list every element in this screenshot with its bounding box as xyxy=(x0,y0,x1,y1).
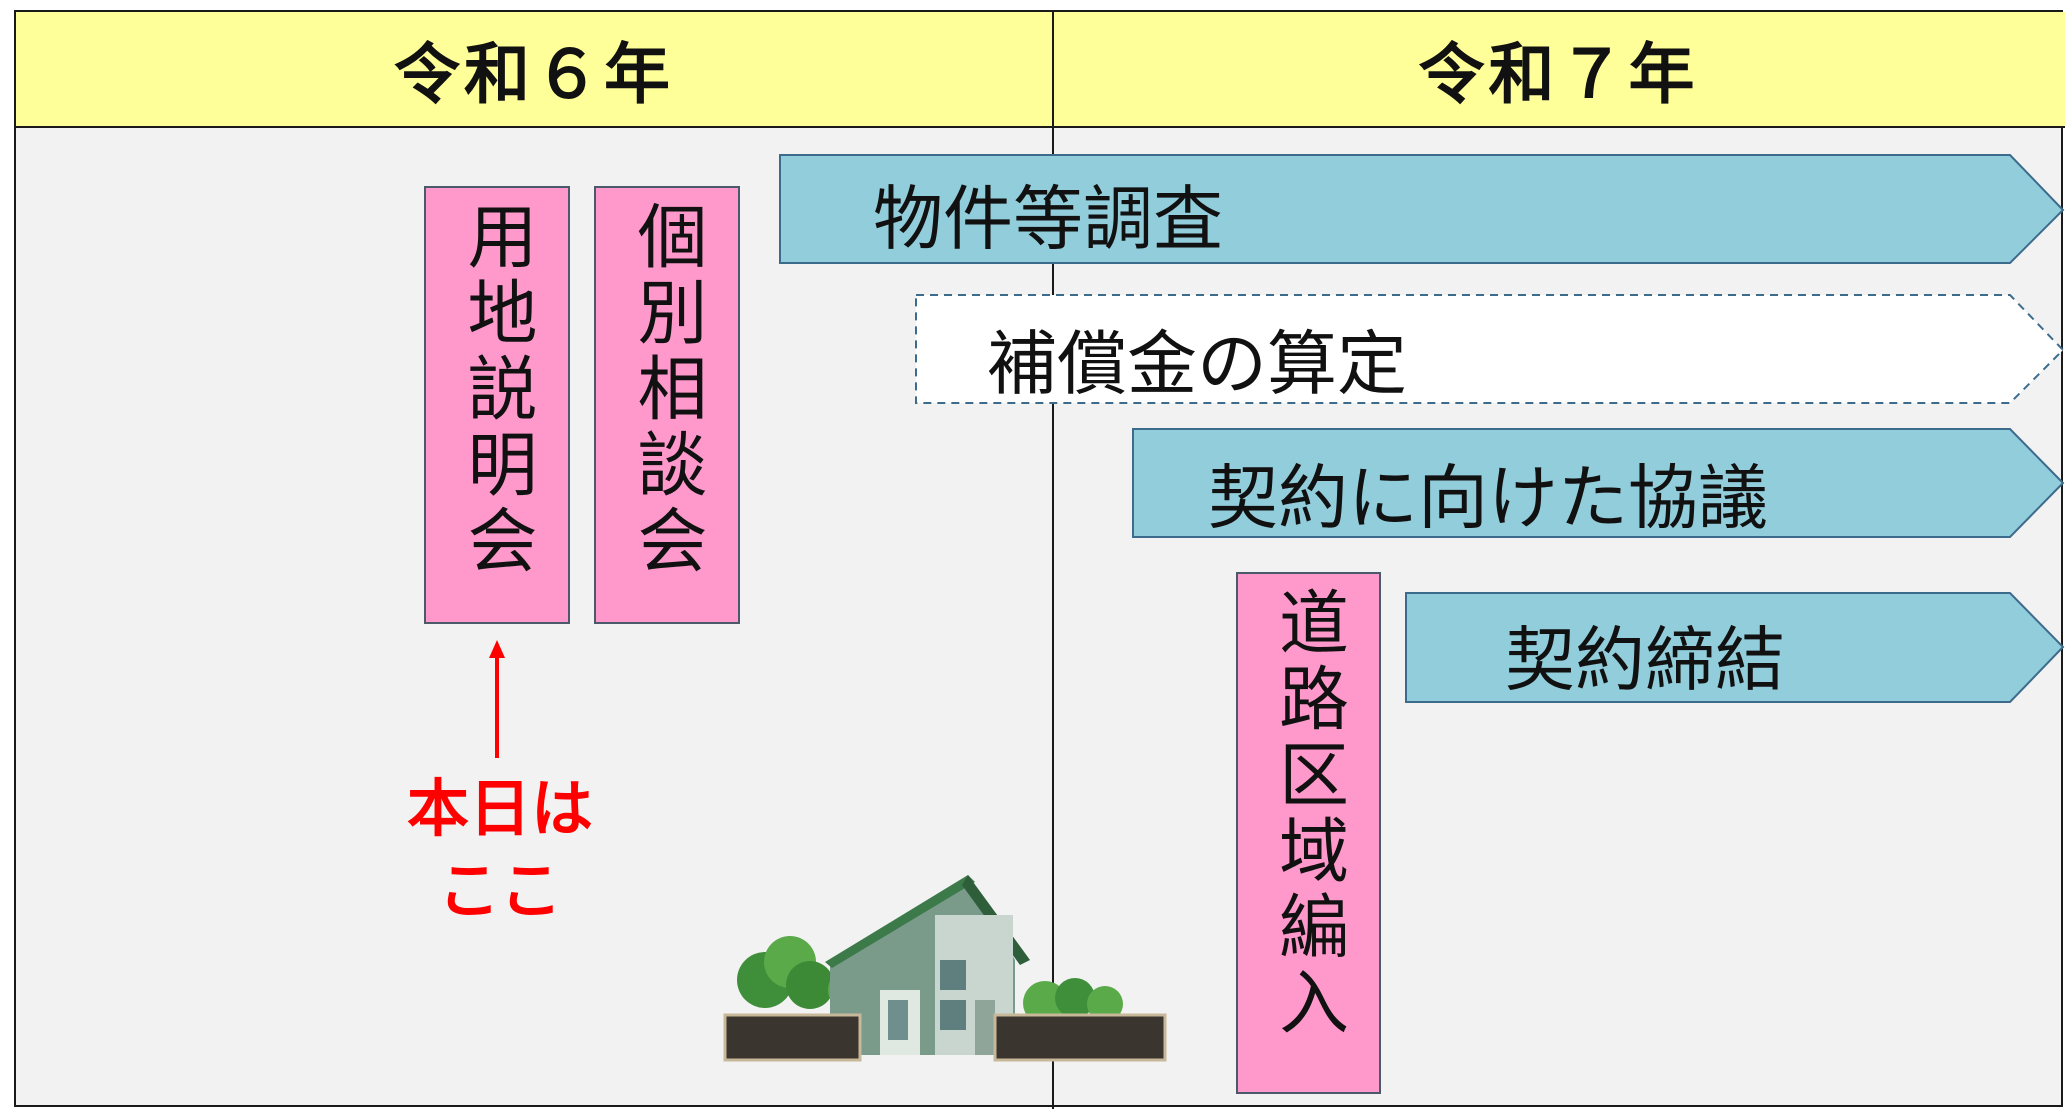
arrow-compensation-calc xyxy=(915,294,2065,404)
box-road-area-inclusion: 道路区域編入 xyxy=(1236,572,1381,1094)
arrow-contract-conclusion xyxy=(1405,592,2065,703)
arrow-property-survey xyxy=(779,154,2065,264)
arrow-contract-negotiation xyxy=(1132,428,2065,538)
label-contract-conclusion: 契約締結 xyxy=(1505,619,1785,701)
today-marker: 本日は ここ xyxy=(380,768,620,932)
year-header-2025: 令和７年 xyxy=(1052,12,2065,128)
label-contract-negotiation: 契約に向けた協議 xyxy=(1208,457,1768,539)
label-property-survey: 物件等調査 xyxy=(873,178,1223,260)
year-header-2024: 令和６年 xyxy=(16,12,1052,128)
today-marker-line1: 本日は xyxy=(406,772,593,845)
box-individual-consultation: 個別相談会 xyxy=(594,186,740,624)
year-divider xyxy=(1052,12,1054,1109)
today-marker-arrowhead xyxy=(489,640,505,658)
house-illustration xyxy=(723,875,1167,1062)
box-land-briefing: 用地説明会 xyxy=(424,186,570,624)
today-marker-line2: ここ xyxy=(437,854,562,927)
label-compensation-calc: 補償金の算定 xyxy=(987,323,1407,405)
